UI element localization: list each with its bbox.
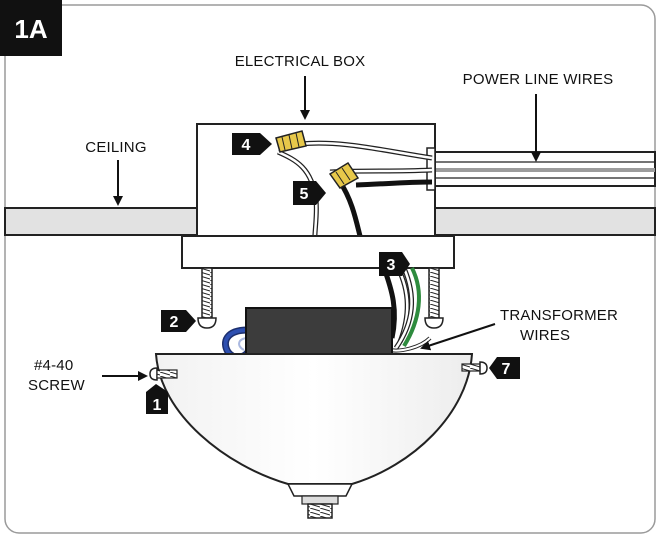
svg-text:7: 7 [502, 361, 511, 378]
mounting-screw-left [197, 267, 217, 329]
canopy-screw-left [149, 367, 178, 381]
svg-text:1: 1 [153, 397, 162, 414]
power-line-conduit [431, 151, 656, 187]
arrow-transformer-wires [420, 323, 496, 351]
svg-text:4: 4 [242, 137, 251, 154]
wire-nut-4 [275, 130, 307, 153]
label-power-line-wires: POWER LINE WIRES [463, 71, 614, 88]
svg-text:5: 5 [300, 186, 309, 203]
wire-nut-5 [328, 161, 360, 189]
transformer [245, 307, 393, 357]
step-callout-2: 2 [161, 310, 196, 332]
canopy-screw-right [461, 361, 488, 375]
figure-label-badge: 1A [0, 0, 62, 56]
threaded-nipple [286, 483, 354, 519]
figure-label: 1A [14, 14, 47, 44]
mounting-screw-right [424, 267, 444, 329]
label-electrical-box: ELECTRICAL BOX [235, 53, 366, 70]
step-callout-1: 1 [146, 384, 168, 414]
label-ceiling: CEILING [85, 139, 146, 156]
label-transformer-wires-1: TRANSFORMER [500, 307, 618, 324]
svg-text:2: 2 [170, 314, 179, 331]
label-screw-2: SCREW [28, 377, 85, 394]
mounting-plate [181, 235, 455, 269]
label-transformer-wires-2: WIRES [520, 327, 570, 344]
step-callout-7: 7 [489, 357, 520, 379]
step-callout-3: 3 [379, 252, 410, 276]
label-screw-1: #4-40 [34, 357, 73, 374]
step-callout-4: 4 [232, 133, 272, 155]
svg-text:3: 3 [387, 257, 396, 274]
step-callout-5: 5 [293, 181, 326, 205]
